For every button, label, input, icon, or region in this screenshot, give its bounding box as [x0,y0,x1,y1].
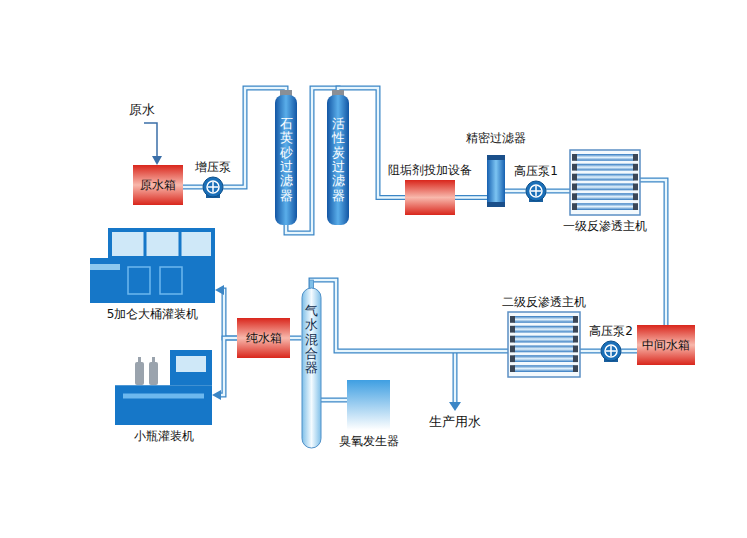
membrane-tube [513,316,575,323]
pump-node: 高压泵1 [526,181,546,201]
node-label: 二级反渗透主机 [502,295,586,309]
membrane-tube [513,326,575,333]
node-label: 增压泵 [195,160,231,174]
membrane-tube [575,164,635,171]
pipe [580,351,601,352]
node-label: 纯水箱 [246,331,282,345]
rack-frame [508,312,580,377]
node-label: 中间水箱 [642,338,690,352]
tank-body [133,165,183,205]
pipe [455,197,487,198]
pump-node: 增压泵 [203,177,223,197]
node-label: 阻垢剂投加设备 [388,163,472,177]
machine2-node: 小瓶灌装机 [115,350,212,425]
membrane-tube [513,336,575,343]
membrane-tube [513,355,575,362]
pump-casing [526,181,546,201]
arrowhead [215,285,224,295]
cyl-shape [487,155,505,207]
pipe [311,280,508,351]
filter-housing [487,155,505,207]
membrane-tube [575,174,635,181]
pipe [505,191,526,192]
pipe [621,351,637,352]
node-label: 小瓶灌装机 [134,429,194,443]
pump-casing [203,177,223,197]
machine1-node: 5加仑大桶灌装机 [90,228,215,303]
ozone-node: 臭氧发生器 [347,380,390,430]
membrane-tube [513,346,575,353]
production-water-branch [449,351,461,411]
node-label: 精密过滤器 [466,131,526,145]
pipe [640,180,666,325]
pump-shape [601,341,621,361]
rack-frame [570,150,640,215]
pipe [215,285,237,338]
cyl-node: 精密过滤器 [487,155,505,207]
machine-hood [110,230,213,258]
rack-node: 一级反渗透主机 [570,150,640,215]
rack-shape [570,150,640,215]
rack-node: 二级反渗透主机 [508,312,580,377]
pipe [321,400,348,401]
membrane-tube [575,203,635,210]
node-label: 一级反渗透主机 [563,219,647,233]
tank-node: 原水箱 [133,165,183,205]
membrane-tube [513,365,575,372]
machine2-shape [115,350,212,425]
pipe [290,338,302,339]
pump-node: 高压泵2 [601,341,621,361]
rack-shape [508,312,580,377]
flow-label: 生产用水 [428,414,482,430]
column-node: 气水混合器 [302,288,321,448]
filter-node: 石英砂过滤器 [275,95,297,225]
column-body [302,288,321,448]
ozone-shape [347,380,390,430]
node-label: 5加仑大桶灌装机 [107,307,199,321]
machine-base [90,258,215,303]
pipe [546,191,570,192]
tank-body [405,180,455,215]
pump-shape [203,177,223,197]
node-label: 活性炭过滤器 [332,117,345,203]
tank-node: 纯水箱 [237,318,290,358]
node-label: 高压泵2 [589,324,633,338]
filter-vessel [275,95,297,225]
node-label: 气水混合器 [305,304,318,375]
node-label: 原水箱 [140,178,176,192]
machine-base [115,385,212,425]
pump-casing [601,341,621,361]
filter-vessel [327,95,349,225]
filter-node: 活性炭过滤器 [327,95,349,225]
machine1-shape [90,228,215,303]
conveyor [90,264,120,270]
ozone-box [347,380,390,430]
flow-label: 原水 [128,102,156,118]
raw-water-arrow [144,123,162,165]
node-label: 石英砂过滤器 [280,117,293,203]
tank-node: 中间水箱 [637,325,695,365]
bottles [135,357,158,385]
node-label: 高压泵1 [514,164,558,178]
membrane-tube [575,184,635,191]
node-label: 臭氧发生器 [339,434,399,448]
machine-tower [170,350,212,385]
pump-shape [526,181,546,201]
tank-body [237,318,290,358]
pipe [212,338,237,400]
tank-shape [405,180,455,215]
membrane-tube [575,154,635,161]
tank-body [637,325,695,365]
arrowhead [212,390,221,400]
membrane-tube [575,193,635,200]
tank-node: 阻垢剂投加设备 [405,180,455,215]
pipe [183,187,203,188]
